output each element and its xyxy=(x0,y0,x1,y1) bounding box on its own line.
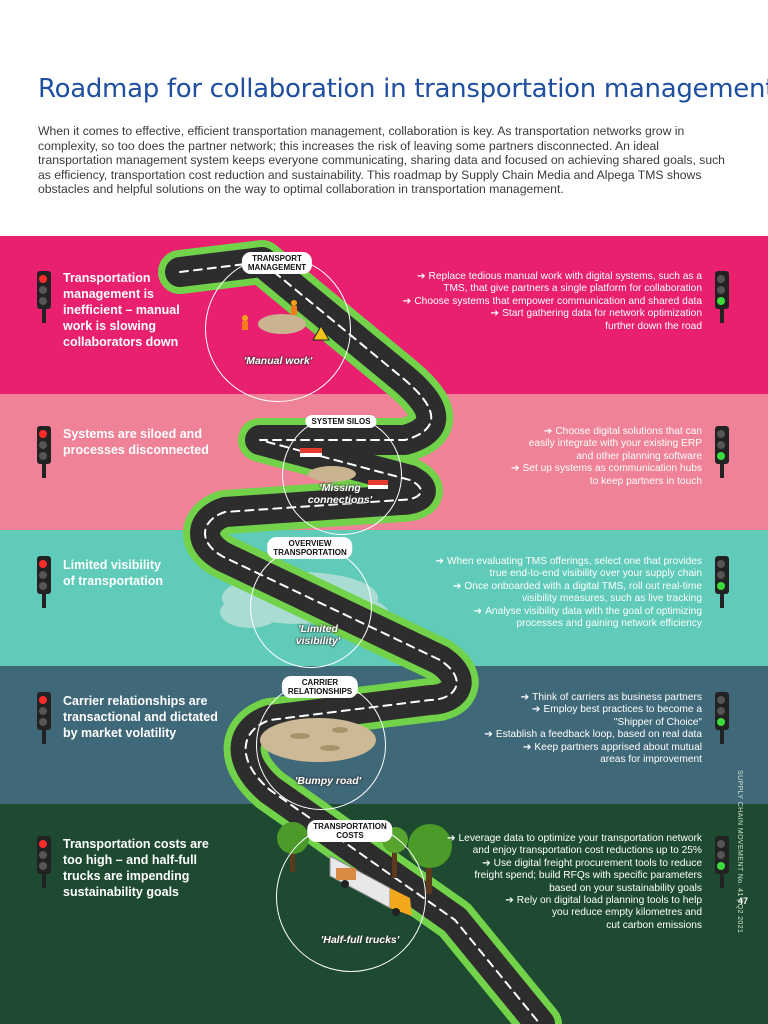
solution-line: cut carbon emissions xyxy=(606,919,702,931)
solution-line: you reduce empty kilometres and xyxy=(551,907,702,919)
caption-limited-visibility: 'Limited visibility' xyxy=(295,623,341,647)
solution-line: and enjoy transportation cost reductions… xyxy=(472,845,702,857)
problem-transport-management: Transportation management is inefficient… xyxy=(63,271,180,349)
solution-line: "Shipper of Choice" xyxy=(613,716,702,728)
arrow-right-icon: ➔ xyxy=(402,295,412,307)
solution-line: areas for improvement xyxy=(600,754,702,766)
green-traffic-light-icon xyxy=(714,836,730,888)
green-traffic-light-icon xyxy=(714,271,730,323)
arrow-right-icon: ➔ xyxy=(484,729,493,741)
solution-line: ➔Employ best practices to become a xyxy=(531,704,702,716)
arrow-right-icon: ➔ xyxy=(446,833,456,844)
stage-circle-system-silos xyxy=(282,415,402,535)
page-number: 47 xyxy=(738,896,749,906)
arrow-right-icon: ➔ xyxy=(490,308,500,320)
caption-manual-work: 'Manual work' xyxy=(243,355,313,367)
green-traffic-light-icon xyxy=(714,426,730,478)
red-traffic-light-icon xyxy=(36,271,52,323)
red-traffic-light-icon xyxy=(36,426,52,478)
solution-line: ➔Establish a feedback loop, based on rea… xyxy=(484,729,702,741)
solution-line: ➔Choose digital solutions that can xyxy=(543,426,702,437)
solutions-carrier-relationships: ➔Think of carriers as business partners … xyxy=(442,692,702,766)
arrow-right-icon: ➔ xyxy=(416,271,426,282)
solution-line: ➔Start gathering data for network optimi… xyxy=(490,308,702,320)
red-traffic-light-icon xyxy=(36,836,52,888)
green-traffic-light-icon xyxy=(714,556,730,608)
arrow-right-icon: ➔ xyxy=(531,704,541,716)
solution-line: ➔Leverage data to optimize your transpor… xyxy=(446,833,702,844)
solution-line: ➔Keep partners apprised about mutual xyxy=(522,741,702,753)
solution-line: freight spend; build RFQs with specific … xyxy=(474,870,702,882)
arrow-right-icon: ➔ xyxy=(473,605,483,617)
arrow-right-icon: ➔ xyxy=(510,463,520,475)
problem-overview-transportation: Limited visibility of transportation xyxy=(63,558,163,588)
solution-line: ➔Replace tedious manual work with digita… xyxy=(416,271,702,282)
publication-side-text: SUPPLY CHAIN MOVEMENT No. 41 | Q2 2021 xyxy=(736,770,743,934)
arrow-right-icon: ➔ xyxy=(505,895,514,907)
solution-line: further down the road xyxy=(605,320,702,332)
solution-line: ➔Analyse visibility data with the goal o… xyxy=(473,605,702,617)
stage-circle-transport-management xyxy=(205,256,351,402)
caption-bumpy-road: 'Bumpy road' xyxy=(294,775,362,787)
solution-line: true end-to-end visibility over your sup… xyxy=(489,568,702,580)
solution-line: ➔Set up systems as communication hubs xyxy=(510,463,702,475)
solution-line: ➔Once onboarded with a digital TMS, roll… xyxy=(452,580,702,592)
stage-circle-transportation-costs xyxy=(276,822,426,972)
solution-line: visibility measures, such as live tracki… xyxy=(521,593,702,605)
page-title: Roadmap for collaboration in transportat… xyxy=(38,74,768,104)
solutions-overview-transportation: ➔When evaluating TMS offerings, select o… xyxy=(382,556,702,630)
solution-line: ➔Rely on digital load planning tools to … xyxy=(505,895,702,907)
solution-line: TMS, that give partners a single platfor… xyxy=(443,283,702,295)
caption-missing-connections: 'Missing connections' xyxy=(307,482,373,506)
arrow-right-icon: ➔ xyxy=(435,556,444,567)
solution-line: easily integrate with your existing ERP xyxy=(528,438,702,450)
solution-line: based on your sustainability goals xyxy=(549,882,702,894)
arrow-right-icon: ➔ xyxy=(543,426,553,437)
solution-line: ➔Think of carriers as business partners xyxy=(520,692,702,703)
stage-label-system-silos: SYSTEM SILOS xyxy=(305,415,377,428)
problem-carrier-relationships: Carrier relationships are transactional … xyxy=(63,694,218,740)
caption-half-full-trucks: 'Half-full trucks' xyxy=(320,934,400,946)
arrow-right-icon: ➔ xyxy=(522,741,532,753)
stage-circle-carrier-relationships xyxy=(256,680,386,810)
problem-transportation-costs: Transportation costs are too high – and … xyxy=(63,837,209,899)
red-traffic-light-icon xyxy=(36,556,52,608)
intro-paragraph: When it comes to effective, efficient tr… xyxy=(38,124,725,197)
problem-system-silos: Systems are siloed and processes disconn… xyxy=(63,427,209,457)
green-traffic-light-icon xyxy=(714,692,730,744)
arrow-right-icon: ➔ xyxy=(520,692,530,703)
solution-line: and other planning software xyxy=(576,450,702,462)
solutions-system-silos: ➔Choose digital solutions that can easil… xyxy=(442,426,702,488)
red-traffic-light-icon xyxy=(36,692,52,744)
solution-line: ➔Use digital freight procurement tools t… xyxy=(482,857,702,869)
stage-circle-overview-transportation xyxy=(250,546,372,668)
solutions-transportation-costs: ➔Leverage data to optimize your transpor… xyxy=(412,833,702,932)
arrow-right-icon: ➔ xyxy=(482,857,491,869)
road-centre-line xyxy=(179,261,541,1024)
arrow-right-icon: ➔ xyxy=(452,580,462,592)
solution-line: to keep partners in touch xyxy=(589,475,702,487)
solution-line: ➔When evaluating TMS offerings, select o… xyxy=(435,556,702,567)
solution-line: ➔Choose systems that empower communicati… xyxy=(402,295,702,307)
solutions-transport-management: ➔Replace tedious manual work with digita… xyxy=(342,271,702,333)
solution-line: processes and gaining network efficiency xyxy=(516,618,702,630)
